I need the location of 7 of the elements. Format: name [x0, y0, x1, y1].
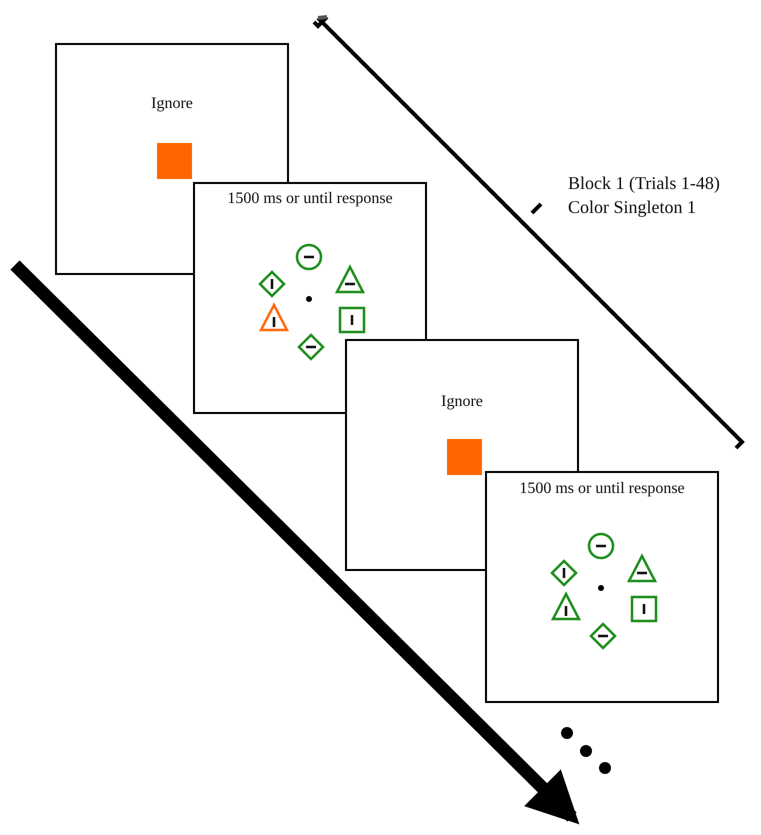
frame-caption: 1500 ms or until response — [518, 480, 686, 498]
frame-caption: Ignore — [150, 95, 194, 113]
frame-caption: Ignore — [440, 393, 484, 411]
block-label: Color Singleton 1 — [568, 197, 696, 218]
display-frame — [485, 471, 719, 703]
frame-caption: 1500 ms or until response — [226, 190, 394, 208]
block-label: Block 1 (Trials 1-48) — [568, 173, 720, 194]
